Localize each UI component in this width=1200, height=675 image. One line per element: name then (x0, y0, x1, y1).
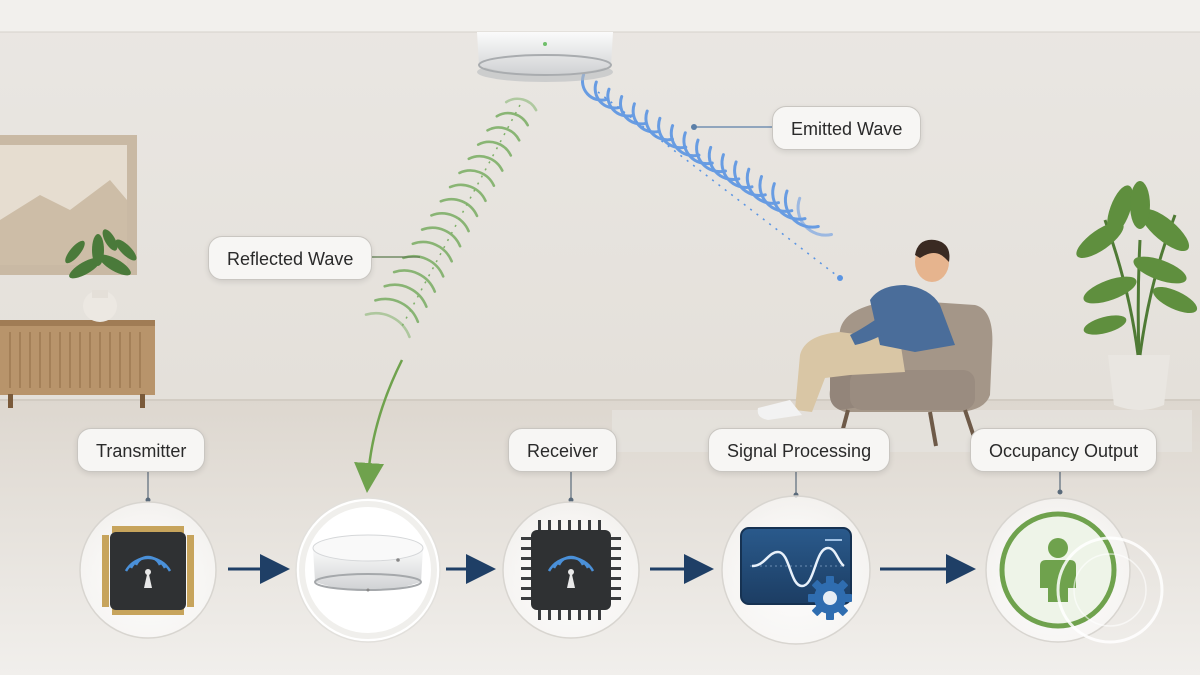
ceiling-sensor (477, 32, 613, 82)
signal-processing-label: Signal Processing (708, 428, 891, 472)
vase-plant (65, 229, 137, 322)
seated-person (757, 239, 955, 420)
emitted-wave (580, 73, 833, 237)
signal-processing-node (721, 495, 871, 645)
wall-art (0, 135, 137, 275)
transmitter-label: Transmitter (77, 428, 206, 472)
transmitter-node (79, 501, 217, 639)
occupancy-output-label: Occupancy Output (970, 428, 1158, 472)
emitted-path (597, 91, 841, 279)
ceiling (0, 0, 1200, 32)
gear-icon (808, 576, 852, 620)
floor-plant (1076, 181, 1198, 410)
sensor-node (295, 497, 441, 643)
reflected-wave (364, 97, 538, 339)
reflected-wave-label: Reflected Wave (208, 236, 373, 280)
reflected-arrow (354, 359, 404, 493)
wifi-chip-icon (547, 555, 595, 572)
node-leaders (147, 472, 1061, 500)
sideboard (0, 320, 155, 408)
occupancy-output-node (985, 497, 1164, 644)
wifi-chip-icon (124, 555, 172, 572)
receiver-node (502, 501, 640, 639)
radar-sensor-icon (312, 534, 424, 592)
emitted-wave-label: Emitted Wave (772, 106, 922, 150)
receiver-label: Receiver (508, 428, 618, 472)
